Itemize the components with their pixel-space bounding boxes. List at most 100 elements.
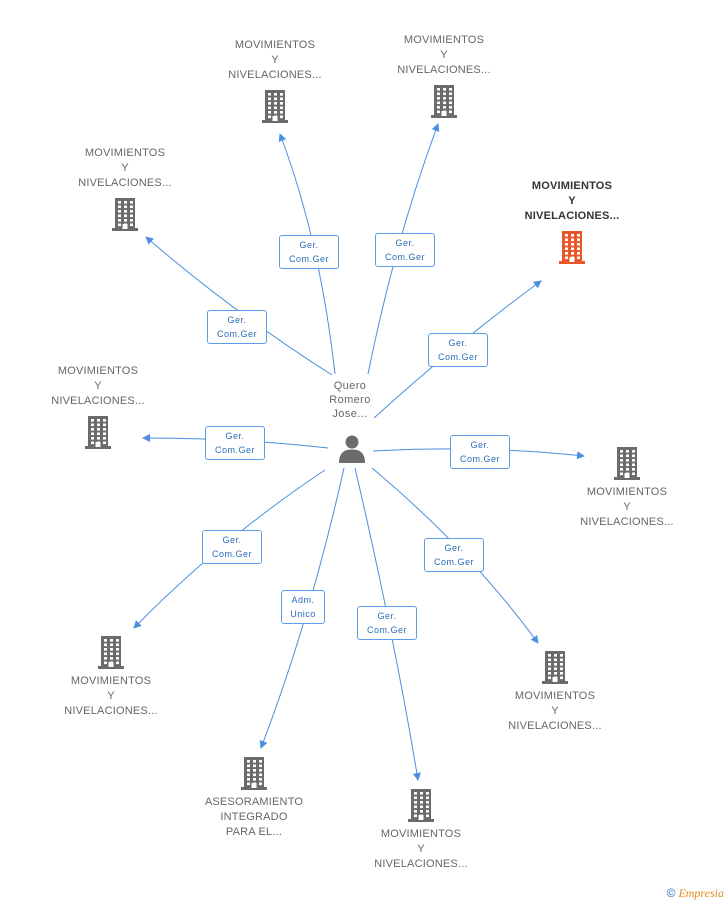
company-label-line: MOVIMIENTOS [514, 690, 596, 702]
company-node[interactable]: MOVIMIENTOS Y NIVELACIONES... [220, 38, 330, 123]
company-label-line: NIVELACIONES... [64, 705, 158, 717]
company-label-line: Y [121, 162, 129, 174]
relation-label-line: Ger. [299, 240, 319, 250]
person-name-line: Quero [333, 380, 367, 392]
company-label-line: Y [271, 54, 279, 66]
relation-label-line: Ger. [222, 535, 242, 545]
relation-label-line: Com.Ger [433, 557, 474, 567]
company-node[interactable]: MOVIMIENTOS Y NIVELACIONES... [43, 364, 153, 449]
relation-label-line: Com.Ger [216, 329, 257, 339]
company-node[interactable]: MOVIMIENTOS Y NIVELACIONES... [70, 146, 180, 231]
relation-label[interactable]: Ger. Com.Ger [207, 310, 267, 344]
building-icon [85, 416, 111, 449]
relation-label[interactable]: Adm. Unico [281, 590, 325, 624]
relation-label-line: Ger. [227, 315, 247, 325]
copyright-symbol: © [666, 886, 676, 900]
company-label-line: MOVIMIENTOS [84, 147, 166, 159]
company-node[interactable]: ASESORAMIENTO INTEGRADO PARA EL... [199, 756, 309, 840]
company-label-line: MOVIMIENTOS [380, 828, 462, 840]
company-node[interactable]: MOVIMIENTOS Y NIVELACIONES... [572, 446, 682, 530]
company-label-line: NIVELACIONES... [78, 177, 172, 189]
relation-label[interactable]: Ger. Com.Ger [279, 235, 339, 269]
company-label-line: Y [551, 705, 559, 717]
relation-label-line: Com.Ger [214, 445, 255, 455]
company-label-line: NIVELACIONES... [580, 516, 674, 528]
company-label-line: MOVIMIENTOS [586, 486, 668, 498]
building-icon [614, 447, 640, 480]
company-label: MOVIMIENTOS Y NIVELACIONES... [500, 689, 610, 734]
relation-label[interactable]: Ger. Com.Ger [357, 606, 417, 640]
relation-label[interactable]: Ger. Com.Ger [375, 233, 435, 267]
building-icon [112, 198, 138, 231]
company-label: MOVIMIENTOS Y NIVELACIONES... [389, 33, 499, 78]
company-label: MOVIMIENTOS Y NIVELACIONES... [366, 827, 476, 872]
company-label: MOVIMIENTOS Y NIVELACIONES... [572, 485, 682, 530]
company-label-line: Y [107, 690, 115, 702]
relation-label[interactable]: Ger. Com.Ger [428, 333, 488, 367]
brand-footer[interactable]: © Empresia [667, 886, 724, 901]
relation-label-line: Com.Ger [366, 625, 407, 635]
person-name-line: Romero [329, 394, 371, 406]
building-icon [408, 789, 434, 822]
company-label-line: NIVELACIONES... [524, 210, 620, 222]
company-label-line: NIVELACIONES... [228, 69, 322, 81]
company-label-line: Y [94, 380, 102, 392]
person-icon[interactable] [337, 434, 367, 464]
company-label-line: Y [440, 49, 448, 61]
company-label-line: Y [568, 195, 576, 207]
relation-label-line: Com.Ger [437, 352, 478, 362]
company-node[interactable]: MOVIMIENTOS Y NIVELACIONES... [389, 33, 499, 118]
company-label-line: NIVELACIONES... [51, 395, 145, 407]
company-label-line: Y [623, 501, 631, 513]
relation-edge [145, 236, 333, 376]
building-icon [262, 90, 288, 123]
company-label-line: MOVIMIENTOS [70, 675, 152, 687]
company-label-line: ASESORAMIENTO [204, 796, 304, 808]
building-icon [559, 231, 585, 264]
relation-label-line: Com.Ger [211, 549, 252, 559]
company-node[interactable]: MOVIMIENTOS Y NIVELACIONES... [500, 650, 610, 734]
relation-label-line: Ger. [377, 611, 397, 621]
company-label-line: MOVIMIENTOS [234, 39, 316, 51]
relation-label-line: Ger. [395, 238, 415, 248]
building-icon [542, 651, 568, 684]
person-name-line: Jose... [332, 408, 368, 420]
relation-label-line: Unico [290, 609, 316, 619]
person-name[interactable]: Quero Romero Jose... [318, 379, 382, 421]
company-label-line: INTEGRADO [220, 811, 288, 823]
company-node[interactable]: MOVIMIENTOS Y NIVELACIONES... [366, 788, 476, 872]
brand-name: Empresia [678, 886, 724, 900]
relation-label-line: Ger. [448, 338, 468, 348]
company-label: MOVIMIENTOS Y NIVELACIONES... [517, 179, 627, 224]
relation-label-line: Ger. [225, 431, 245, 441]
building-icon [241, 757, 267, 790]
company-label-line: MOVIMIENTOS [403, 34, 485, 46]
company-label: MOVIMIENTOS Y NIVELACIONES... [56, 674, 166, 719]
relation-label-line: Com.Ger [384, 252, 425, 262]
company-label: MOVIMIENTOS Y NIVELACIONES... [220, 38, 330, 83]
relation-label[interactable]: Ger. Com.Ger [205, 426, 265, 460]
relation-label[interactable]: Ger. Com.Ger [202, 530, 262, 564]
building-icon [431, 85, 457, 118]
company-label: MOVIMIENTOS Y NIVELACIONES... [43, 364, 153, 409]
company-label-line: MOVIMIENTOS [531, 180, 613, 192]
building-icon [98, 636, 124, 669]
company-label-line: NIVELACIONES... [374, 858, 468, 870]
relation-label-line: Ger. [444, 543, 464, 553]
company-label-line: NIVELACIONES... [508, 720, 602, 732]
relation-label-line: Com.Ger [288, 254, 329, 264]
relation-label-line: Com.Ger [459, 454, 500, 464]
company-node[interactable]: MOVIMIENTOS Y NIVELACIONES... [56, 635, 166, 719]
company-label: ASESORAMIENTO INTEGRADO PARA EL... [199, 795, 309, 840]
company-label-line: Y [417, 843, 425, 855]
company-label-line: PARA EL... [225, 826, 283, 838]
company-label: MOVIMIENTOS Y NIVELACIONES... [70, 146, 180, 191]
company-label-line: NIVELACIONES... [397, 64, 491, 76]
company-label-line: MOVIMIENTOS [57, 365, 139, 377]
relation-label[interactable]: Ger. Com.Ger [424, 538, 484, 572]
company-node[interactable]: MOVIMIENTOS Y NIVELACIONES... [517, 179, 627, 264]
relation-label[interactable]: Ger. Com.Ger [450, 435, 510, 469]
relation-label-line: Ger. [470, 440, 490, 450]
relation-label-line: Adm. [291, 595, 315, 605]
